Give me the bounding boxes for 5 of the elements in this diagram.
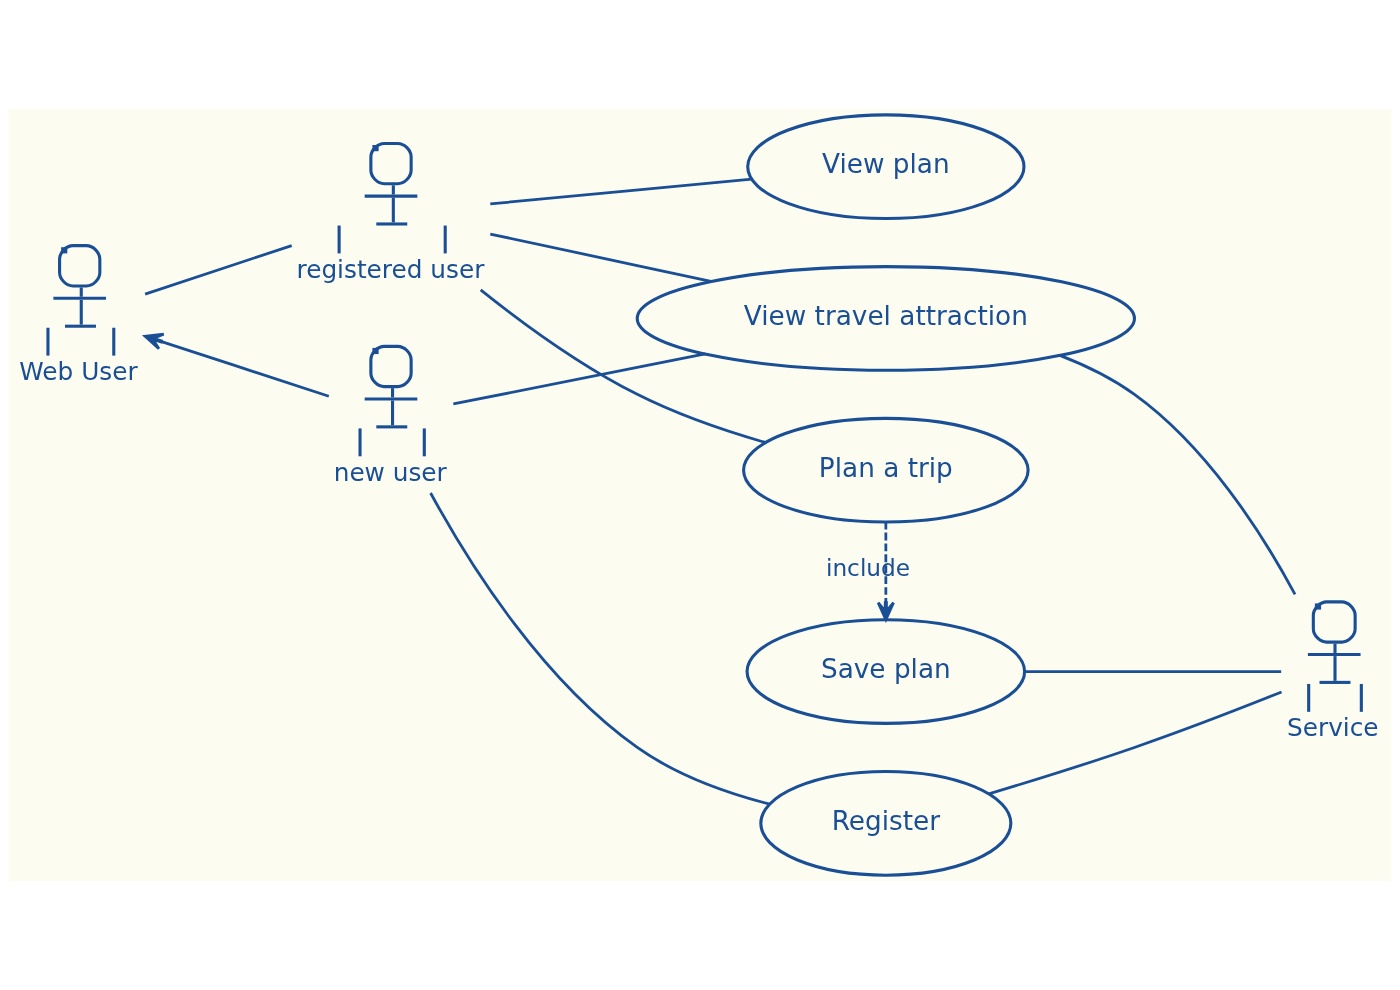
node-label: new user [333, 457, 447, 487]
node-label: registered user [296, 254, 485, 284]
node-label: Web User [19, 357, 138, 387]
edge-label: include [825, 554, 911, 582]
node-label: Service [1287, 713, 1379, 743]
